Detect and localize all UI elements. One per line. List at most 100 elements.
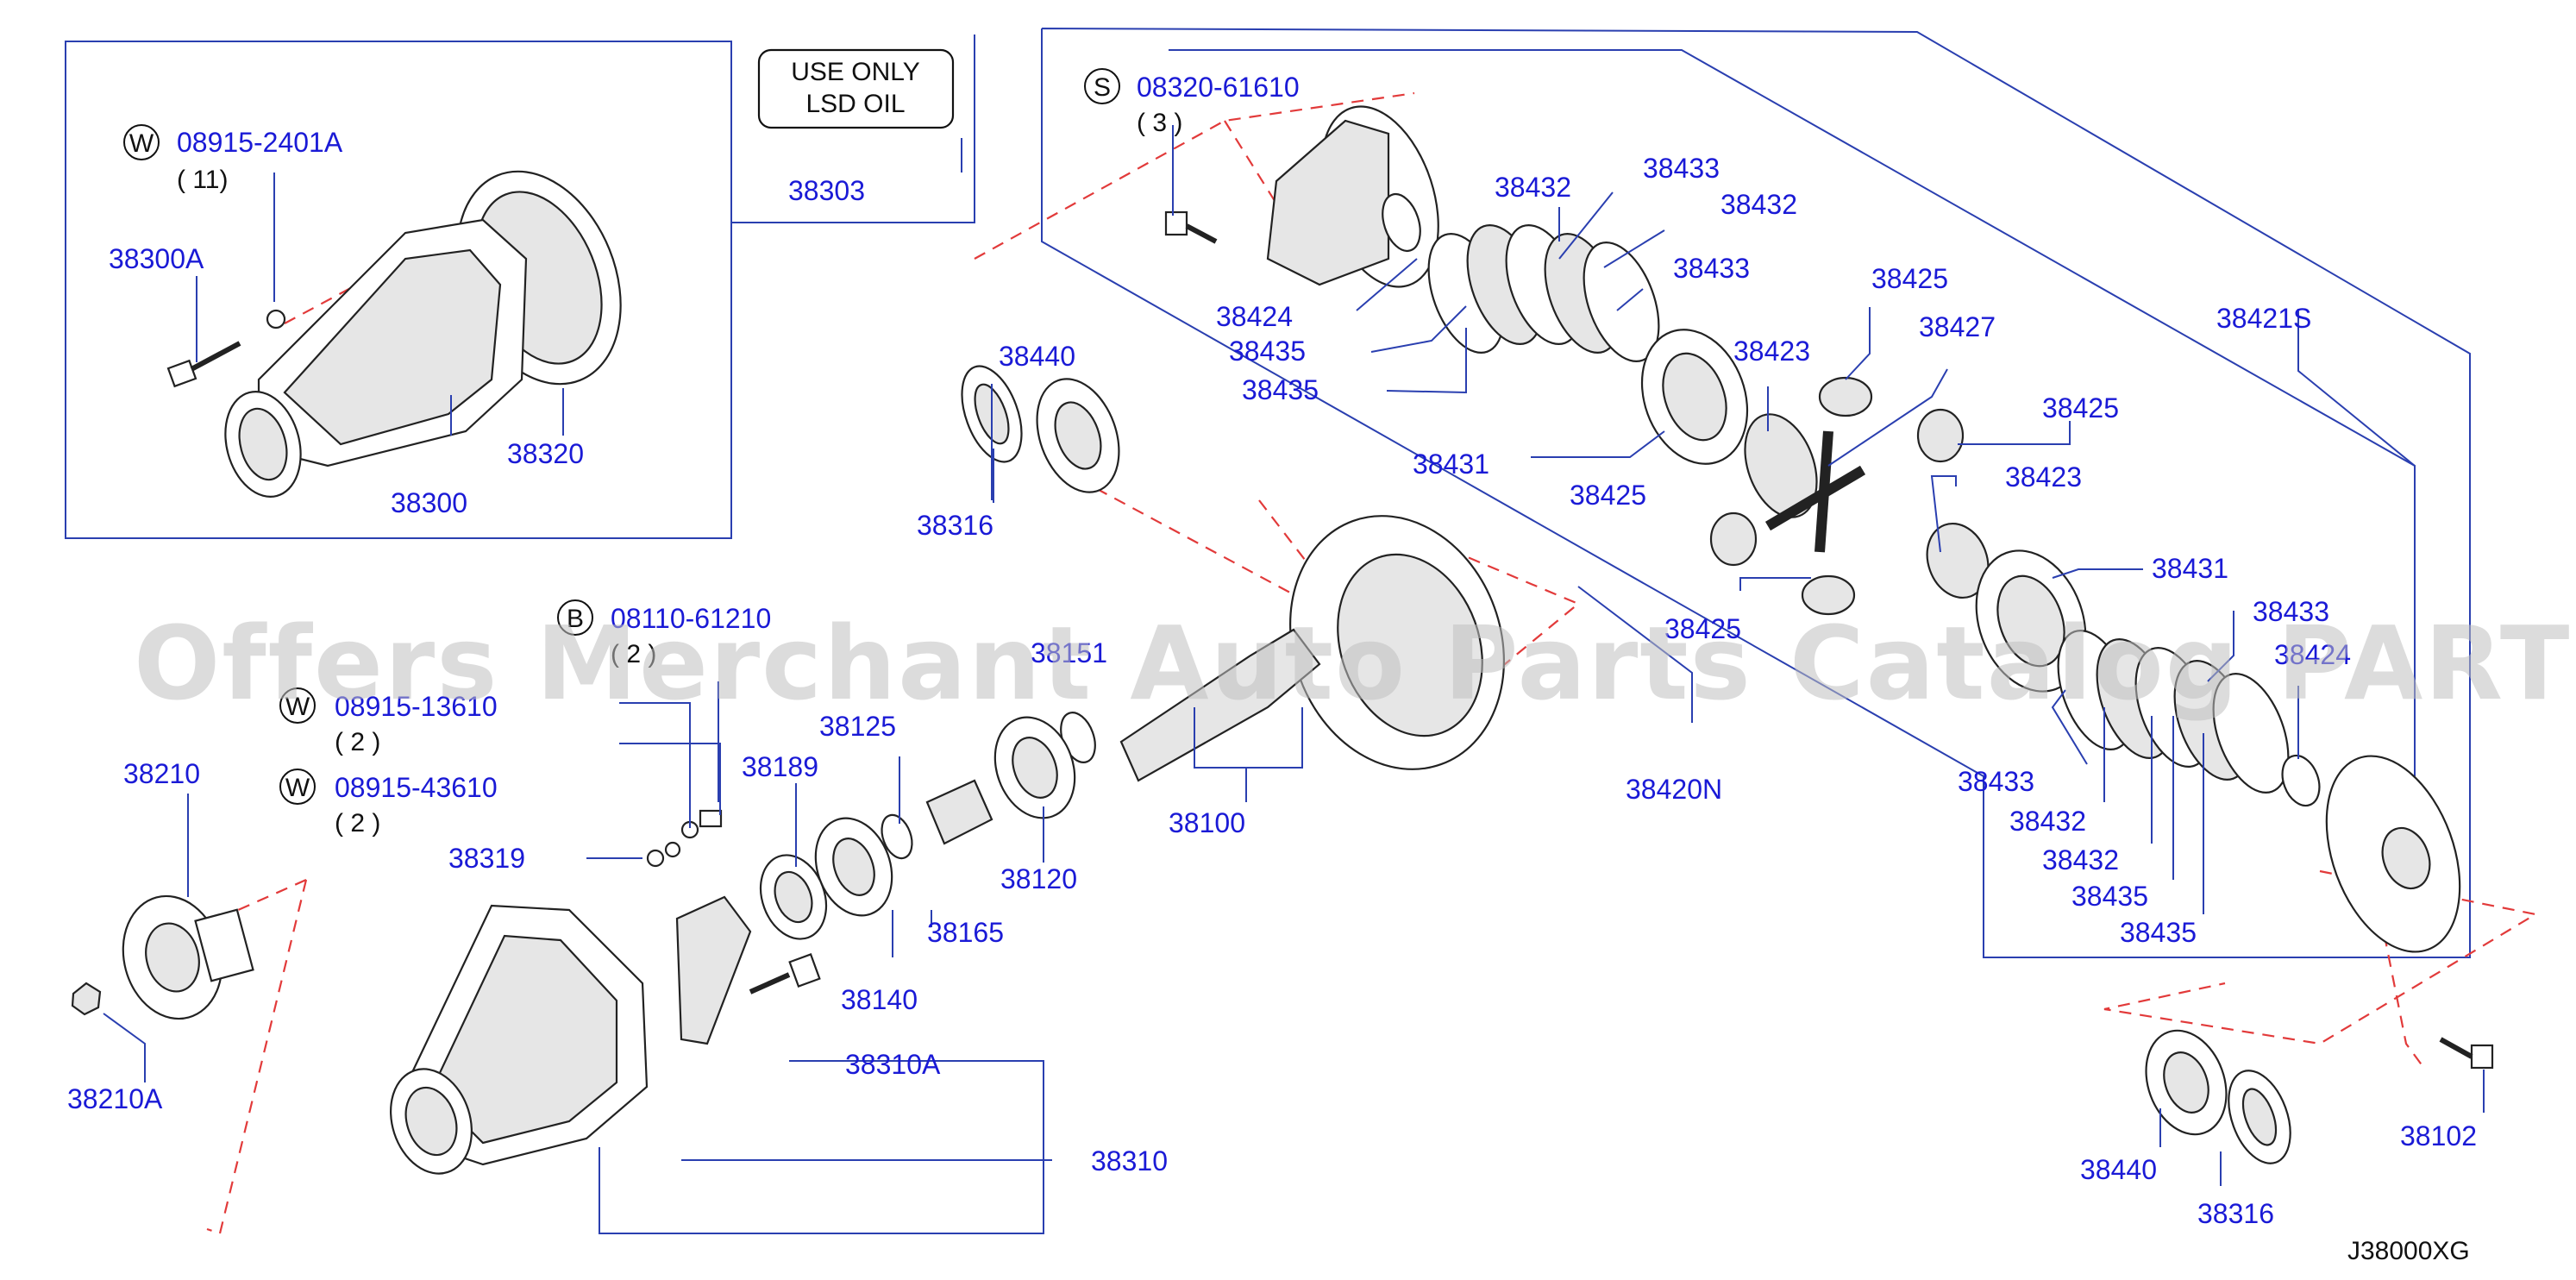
- watermark-text: Offers Merchant Auto Parts Catalog PARTS…: [134, 604, 2576, 723]
- part-label: 38423: [1733, 336, 1810, 367]
- part-label: 38316: [917, 510, 993, 541]
- part-label: 38125: [819, 711, 896, 742]
- plug-38319: [646, 809, 723, 868]
- callout-qty: ( 2 ): [611, 640, 656, 668]
- part-label: 38300A: [109, 243, 204, 274]
- assembly-dash-left: [206, 879, 308, 1235]
- callout-part: 08915-13610: [335, 691, 498, 722]
- side-bearing-38440-top: [1036, 378, 1120, 493]
- pinion-bearing-38120: [993, 716, 1076, 819]
- callout-prefix: S: [1094, 73, 1111, 102]
- part-label: 38427: [1919, 311, 1996, 342]
- oil-seal-38189: [759, 854, 828, 940]
- part-label: 38433: [1643, 153, 1720, 184]
- part-label: 38102: [2400, 1120, 2477, 1151]
- collapsible-spacer-38165: [925, 779, 993, 845]
- adjuster-38316-bottom: [2228, 1070, 2291, 1164]
- fastener-callout-w-13610: W 08915-13610 ( 2 ): [279, 687, 498, 756]
- part-label: 38433: [1673, 253, 1750, 284]
- part-label: 38433: [2253, 596, 2329, 627]
- pinion-gear-38425-b: [1916, 408, 1965, 463]
- companion-flange-38210: [122, 894, 254, 1020]
- callout-part: 08915-2401A: [177, 127, 343, 158]
- part-label: 38100: [1169, 807, 1245, 838]
- part-label: 38319: [448, 843, 525, 874]
- lsd-oil-note: USE ONLY LSD OIL: [757, 48, 955, 129]
- nut-38210A: [71, 982, 102, 1016]
- diff-case-flange-top: [1266, 105, 1439, 288]
- part-label: 38423: [2005, 461, 2082, 493]
- washer-08915-2401A: [266, 309, 286, 329]
- part-label: 38435: [1229, 336, 1306, 367]
- callout-qty: ( 2 ): [335, 809, 380, 838]
- part-label: 38424: [2274, 639, 2351, 670]
- part-label: 38300: [391, 487, 467, 518]
- part-label: 38320: [507, 438, 584, 469]
- callout-part: 08915-43610: [335, 772, 498, 803]
- part-label: 38316: [2197, 1198, 2274, 1229]
- pinion-shaft-38427: [1764, 430, 1866, 553]
- carrier-housing-38300: [224, 218, 528, 498]
- part-label: 38310: [1091, 1145, 1168, 1176]
- callout-qty: ( 3 ): [1137, 109, 1182, 137]
- part-label: 38165: [927, 917, 1004, 948]
- fastener-callout-w-2401a: W 08915-2401A ( 11): [123, 124, 343, 194]
- gear-carrier-38310: [390, 904, 649, 1175]
- bearing-cap-38310A: [675, 895, 752, 1045]
- diff-case-frame-outer: [1041, 28, 2471, 958]
- bolt-38102: [2439, 1037, 2494, 1070]
- pinion-gear-38425-c: [1709, 511, 1758, 567]
- part-label: 38425: [1664, 613, 1741, 644]
- callout-part: 08110-61210: [611, 603, 771, 634]
- side-bearing-38440-bottom: [2145, 1029, 2228, 1136]
- note-line-1: USE ONLY: [791, 58, 920, 86]
- part-label: 38425: [1570, 480, 1646, 511]
- assembly-dash-left2: [228, 878, 307, 916]
- part-label: 38303: [788, 175, 865, 206]
- washer-38125: [881, 813, 913, 860]
- part-label: 38425: [2042, 392, 2119, 424]
- fastener-callout-b-61210: B 08110-61210 ( 2 ): [557, 599, 771, 668]
- callout-prefix: W: [285, 774, 310, 802]
- assembly-dash-ring: [1258, 499, 1581, 726]
- part-label: 38210: [123, 758, 200, 789]
- part-label: 38431: [1413, 449, 1489, 480]
- callout-prefix: B: [567, 605, 584, 633]
- part-label: 38189: [742, 751, 818, 782]
- note-line-2: LSD OIL: [805, 90, 905, 118]
- assembly-dash-right2: [2379, 913, 2426, 1070]
- callout-qty: ( 2 ): [335, 728, 380, 756]
- oil-note-leader-box: [731, 35, 975, 223]
- clutch-discs-bottom: [2057, 630, 2290, 794]
- part-label: 38432: [2009, 806, 2086, 837]
- part-label: 38432: [1720, 189, 1797, 220]
- diagram-id: J38000XG: [2347, 1237, 2470, 1265]
- callout-prefix: W: [129, 129, 154, 158]
- drive-pinion-38100: [1119, 628, 1321, 782]
- part-label: 38435: [2071, 881, 2148, 912]
- diff-case-frame-inner: [1169, 49, 2416, 776]
- fastener-callout-w-43610: W 08915-43610 ( 2 ): [279, 769, 498, 838]
- part-label: 38424: [1216, 301, 1293, 332]
- clutch-discs-top: [1427, 224, 1660, 362]
- part-label: 38210A: [67, 1083, 163, 1114]
- part-label: 38151: [1031, 637, 1107, 668]
- part-label: 38425: [1871, 263, 1948, 294]
- part-label: 38435: [2120, 917, 2197, 948]
- part-label: 38440: [2080, 1154, 2157, 1185]
- part-label: 38431: [2152, 553, 2228, 584]
- part-label: 38435: [1242, 374, 1319, 405]
- part-label: 38140: [841, 984, 918, 1015]
- callout-part: 08320-61610: [1137, 72, 1300, 103]
- pinion-gear-38425-a: [1818, 376, 1873, 417]
- carrier-housing-box: [65, 41, 732, 539]
- part-label: 38440: [999, 341, 1075, 372]
- thrust-washer-38424-bottom: [2281, 754, 2321, 807]
- assembly-dash-bearing-line: [1077, 478, 1312, 605]
- assembly-dash-right: [2103, 869, 2539, 1045]
- side-gear-38423-top: [1744, 413, 1818, 518]
- leader-lines: [103, 125, 2485, 1234]
- part-label: 38433: [1958, 766, 2034, 797]
- screw-08320-61610: [1164, 210, 1218, 244]
